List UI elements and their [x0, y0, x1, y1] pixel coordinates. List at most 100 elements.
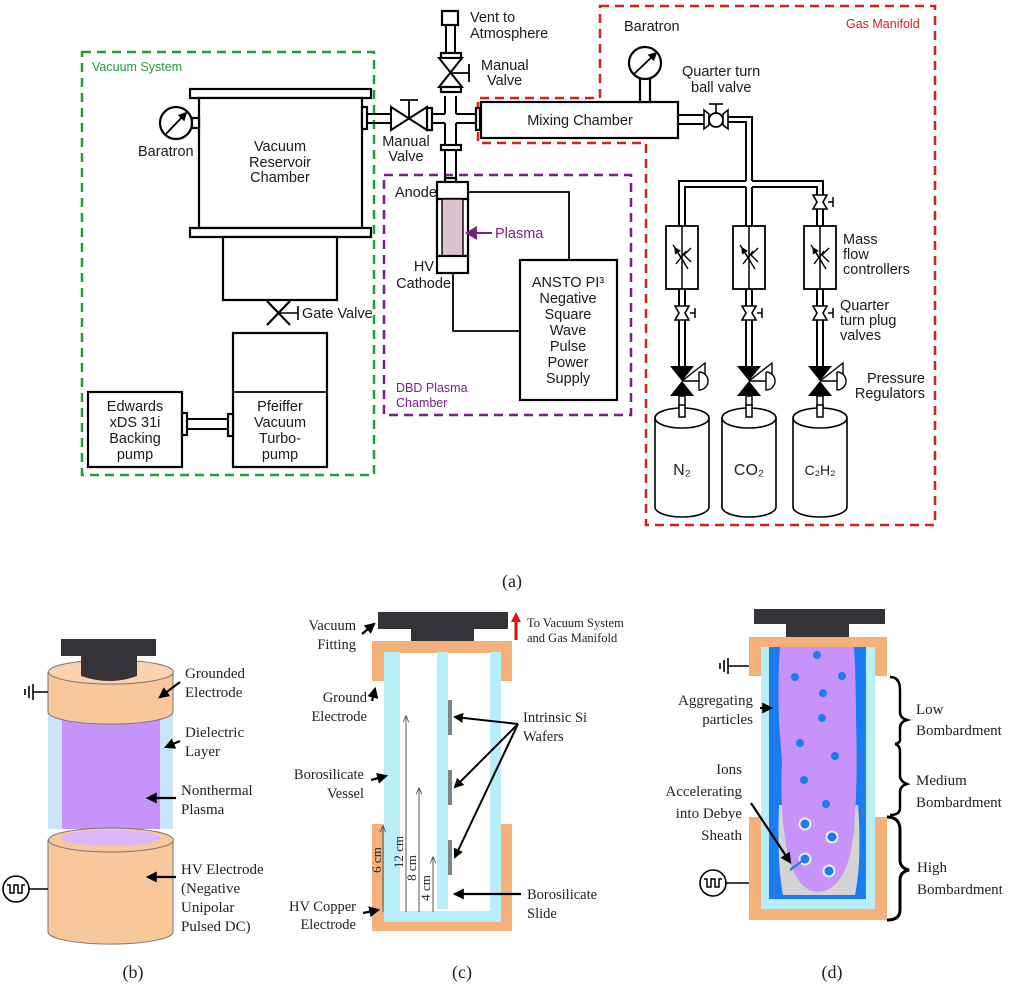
power-supply-label-line: Pulse — [550, 339, 586, 355]
vacuum-fitting-arrow — [361, 622, 376, 635]
plug-valves-label: Quarter — [840, 298, 889, 314]
aggregating-label-2: particles — [702, 712, 753, 728]
turbo-pump-label-2: Vacuum — [254, 415, 306, 431]
mfc-label-3: controllers — [843, 262, 910, 278]
ions-label-4: Sheath — [701, 828, 742, 844]
ball-valve-icon — [678, 103, 753, 181]
ground-electrode-label-2: Electrode — [311, 709, 367, 725]
turbo-pump — [231, 331, 329, 469]
ions-label-3: into Debye — [676, 806, 743, 822]
cathode-wire — [452, 273, 520, 332]
gas-line: C₂H₂ — [792, 194, 848, 518]
dielectric-label: Dielectric — [185, 725, 244, 741]
plug-valve-icon — [811, 194, 829, 210]
turbo-pump-label: Pfeiffer — [257, 399, 303, 415]
gas-manifold-label: Gas Manifold — [846, 17, 920, 31]
reservoir-chamber — [197, 96, 364, 230]
power-supply — [518, 258, 619, 402]
manual-valve-v-label: Manual — [481, 58, 529, 74]
ion-particle — [825, 830, 839, 844]
mixing-chamber — [479, 100, 680, 140]
baratron-gauge-right-icon — [627, 45, 663, 104]
ion-particle — [838, 672, 846, 680]
caption-c: (c) — [452, 962, 472, 983]
cylinder-gas-label: C₂H₂ — [804, 462, 835, 478]
anode-wire — [468, 191, 570, 260]
mfc-label-2: flow — [843, 247, 869, 263]
cathode-label-2: Cathode — [396, 276, 451, 292]
power-supply-label-line: Supply — [546, 371, 591, 387]
ion-particle — [818, 714, 826, 722]
turbo-pump-label-3: Turbo- — [259, 431, 301, 447]
ions-label: Ions — [716, 762, 742, 778]
slide-label-2: Slide — [527, 906, 557, 922]
high-label-2: Bombardment — [917, 882, 1004, 898]
pulse-source-icon — [2, 875, 48, 903]
hv-copper-arrow — [362, 906, 381, 918]
plasma-d — [778, 647, 857, 892]
reservoir-lower-body — [221, 235, 339, 302]
si-wafers-label-2: Wafers — [523, 729, 564, 745]
hv-label-3: Unipolar — [181, 900, 234, 916]
cylinder-gas-label: CO₂ — [734, 462, 764, 479]
gate-valve-icon — [266, 300, 299, 326]
si-wafer — [448, 840, 452, 875]
dim-8cm: 8 cm — [404, 855, 419, 881]
vessel-label-2: Vessel — [327, 786, 364, 802]
baratron-gauge-left-icon — [158, 105, 201, 141]
horizontal-manual-valve-icon — [360, 99, 445, 132]
to-system-label-2: and Gas Manifold — [527, 631, 618, 645]
ions-label-2: Accelerating — [665, 784, 742, 800]
medium-label-2: Bombardment — [916, 795, 1003, 811]
hv-electrode-d — [749, 817, 887, 920]
grounded-arrow — [158, 681, 181, 699]
wafer-arrow-1 — [453, 712, 519, 725]
dim-12cm: 12 cm — [391, 836, 406, 868]
ion-particle — [819, 689, 827, 697]
vessel-label: Borosilicate — [294, 767, 364, 783]
backing-pump-label: Edwards — [107, 399, 163, 415]
reservoir-top-flange — [188, 87, 373, 100]
caption-b: (b) — [123, 962, 144, 983]
dim-6cm: 6 cm — [369, 847, 384, 873]
ground-electrode-c — [372, 641, 512, 681]
wafer-arrow-3 — [453, 723, 519, 859]
vent-label: Vent to — [470, 10, 515, 26]
ground-symbol-icon — [24, 684, 48, 700]
backing-pump-label-4: pump — [117, 447, 153, 463]
ground-electrode-d — [749, 637, 887, 676]
panel-c: 12 cm 8 cm 4 cm 6 cm Vacuum Fitting To V… — [289, 612, 624, 983]
backing-pump — [86, 390, 184, 469]
ball-valve-label: Quarter turn — [682, 64, 760, 80]
plasma-label: Plasma — [495, 226, 544, 242]
plug-valve-icon — [740, 305, 758, 321]
ion-particle — [791, 673, 799, 681]
mixing-chamber-label: Mixing Chamber — [527, 113, 633, 129]
dbd-chamber-label-2: Chamber — [396, 396, 447, 410]
backing-pump-hose — [180, 411, 235, 438]
gate-valve-label: Gate Valve — [302, 306, 373, 322]
reservoir-bottom-flange — [188, 226, 373, 239]
mfc-label: Mass — [843, 232, 878, 248]
high-brace — [886, 815, 910, 922]
plasma-region — [441, 198, 464, 257]
low-label: Low — [916, 702, 944, 718]
vacuum-fitting-d — [754, 609, 885, 624]
baratron-right-label: Baratron — [624, 19, 680, 35]
vacuum-fitting-label-2: Fitting — [317, 637, 356, 653]
aggregating-label: Aggregating — [678, 693, 753, 709]
reservoir-label-3: Chamber — [250, 170, 310, 186]
plasma-b-label-2: Plasma — [181, 802, 225, 818]
hv-label-4: Pulsed DC) — [181, 919, 251, 935]
medium-brace — [889, 742, 911, 817]
plug-valves-label-3: valves — [840, 328, 881, 344]
cathode-label: HV — [414, 259, 434, 275]
gas-cylinder — [792, 418, 848, 518]
si-wafer — [448, 770, 452, 805]
regulators-label: Pressure — [867, 371, 925, 387]
hv-label-2: (Negative — [181, 881, 240, 897]
mfc-arrow-icon — [812, 246, 827, 270]
manual-valve-h-label-2: Valve — [388, 149, 423, 165]
cylinder-gas-label: N₂ — [673, 462, 691, 479]
mfc-arrow-icon — [741, 246, 756, 270]
